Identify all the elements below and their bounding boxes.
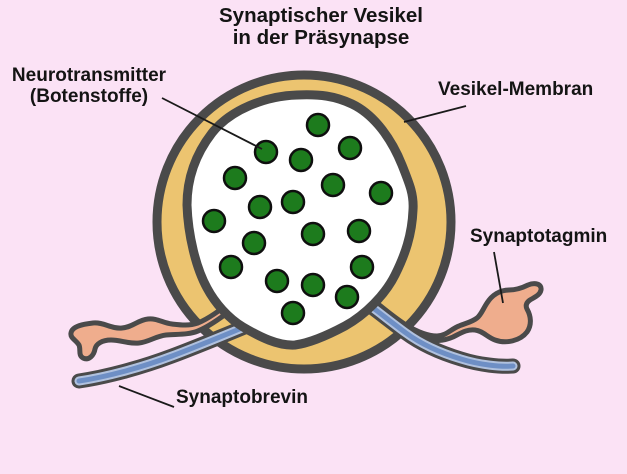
neurotransmitter-dot — [253, 139, 279, 165]
neurotransmitter-dot — [241, 230, 267, 256]
neurotransmitter-dot — [247, 194, 273, 220]
neurotransmitter-dot — [320, 172, 346, 198]
neurotransmitter-dot — [288, 147, 314, 173]
neurotransmitter-dot — [300, 272, 326, 298]
neurotransmitter-dot — [337, 135, 363, 161]
label-neurotransmitter-line-2: (Botenstoffe) — [29, 86, 149, 107]
synaptobrevin-ribbon-right — [353, 291, 521, 374]
label-neurotransmitter-line-1: Neurotransmitter — [11, 65, 167, 86]
label-vesikel-membran: Vesikel-Membran — [438, 79, 594, 100]
neurotransmitter-dot — [349, 254, 375, 280]
leader-vesikel-membran — [403, 105, 467, 123]
neurotransmitter-dot — [201, 208, 227, 234]
neurotransmitter-dot — [222, 165, 248, 191]
ribbon-core — [358, 296, 516, 369]
neurotransmitter-dot — [305, 112, 331, 138]
title-line-1: Synaptischer Vesikel — [219, 4, 423, 27]
neurotransmitter-dot — [368, 180, 394, 206]
title-line-2: in der Präsynapse — [232, 26, 410, 49]
label-synaptotagmin: Synaptotagmin — [470, 226, 608, 247]
leader-lines — [118, 97, 504, 408]
label-neurotransmitter: Neurotransmitter (Botenstoffe) — [0, 65, 178, 107]
neurotransmitter-dot — [218, 254, 244, 280]
synaptotagmin-protein-left — [68, 296, 248, 362]
label-synaptobrevin: Synaptobrevin — [176, 387, 308, 408]
leader-synaptotagmin — [493, 251, 504, 304]
neurotransmitter-dots — [201, 112, 394, 326]
leader-synaptobrevin — [118, 385, 175, 408]
diagram-title: Synaptischer Vesikel in der Präsynapse — [166, 5, 476, 49]
neurotransmitter-dot — [300, 221, 326, 247]
neurotransmitter-dot — [280, 300, 306, 326]
leader-neurotransmitter — [161, 97, 263, 150]
neurotransmitter-dot — [264, 268, 290, 294]
neurotransmitter-dot — [280, 189, 306, 215]
neurotransmitter-dot — [334, 284, 360, 310]
neurotransmitter-dot — [346, 218, 372, 244]
